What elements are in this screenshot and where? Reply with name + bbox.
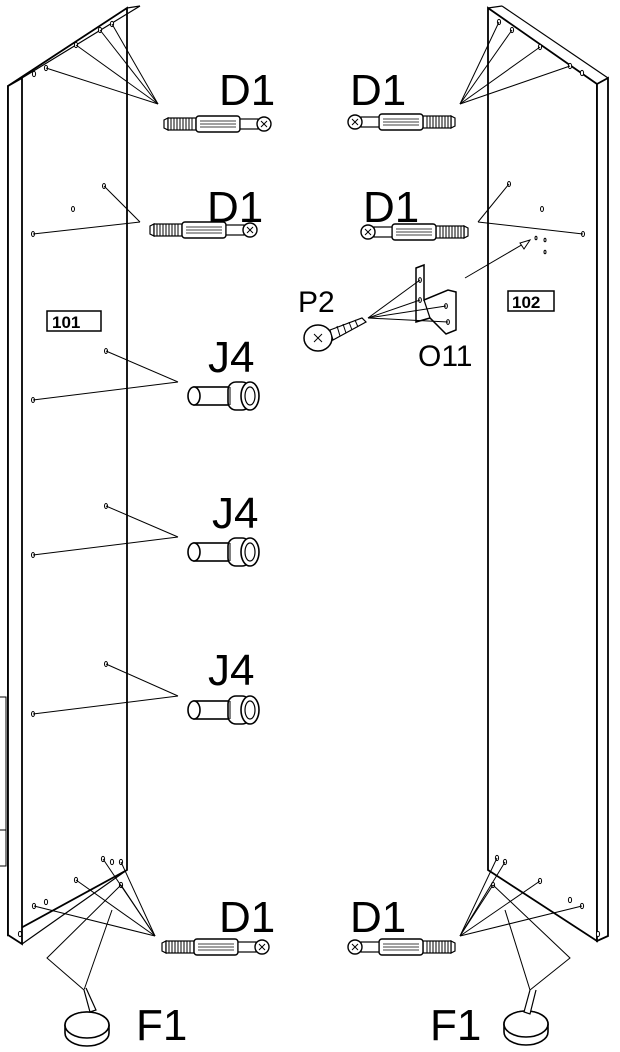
- left-side-panel: [7, 5, 141, 946]
- shelf-pin-2: [187, 537, 260, 567]
- label-p2: P2: [298, 286, 335, 319]
- cam-dowel-top-right: [347, 113, 456, 131]
- screw-p2: [303, 317, 367, 352]
- label-d1-upper-right: D1: [363, 183, 419, 232]
- foot-glide-right: [503, 989, 549, 1046]
- left-panel-holes: [17, 20, 124, 938]
- label-d1-top-right: D1: [350, 66, 406, 115]
- bracket-o11: [415, 263, 457, 335]
- label-j4-3: J4: [208, 646, 254, 695]
- label-d1-bottom-right: D1: [350, 893, 406, 942]
- label-j4-2: J4: [212, 489, 258, 538]
- shelf-pin-1: [187, 381, 260, 411]
- label-d1-top-left: D1: [219, 66, 275, 115]
- right-panel-label-box: 102: [507, 290, 555, 312]
- right-panel-number: 102: [512, 293, 540, 312]
- left-edge-fragment: [0, 696, 7, 867]
- foot-glide-left: [64, 987, 110, 1047]
- shelf-pin-3: [187, 695, 260, 725]
- bracket-leader-lines: [367, 279, 449, 323]
- label-f1-left: F1: [136, 1001, 187, 1050]
- label-d1-bottom-left: D1: [219, 893, 275, 942]
- label-o11: O11: [418, 340, 472, 373]
- label-f1-right: F1: [430, 1001, 481, 1050]
- left-panel-label-box: 101: [46, 310, 102, 332]
- right-side-panel: [487, 5, 609, 943]
- cam-dowel-top-left: [163, 115, 272, 133]
- label-d1-upper-left: D1: [207, 183, 263, 232]
- label-j4-1: J4: [208, 333, 254, 382]
- right-leader-lines: [459, 21, 584, 991]
- left-leader-lines: [32, 23, 179, 991]
- right-arrowhead: [519, 239, 532, 250]
- left-panel-number: 101: [52, 313, 80, 332]
